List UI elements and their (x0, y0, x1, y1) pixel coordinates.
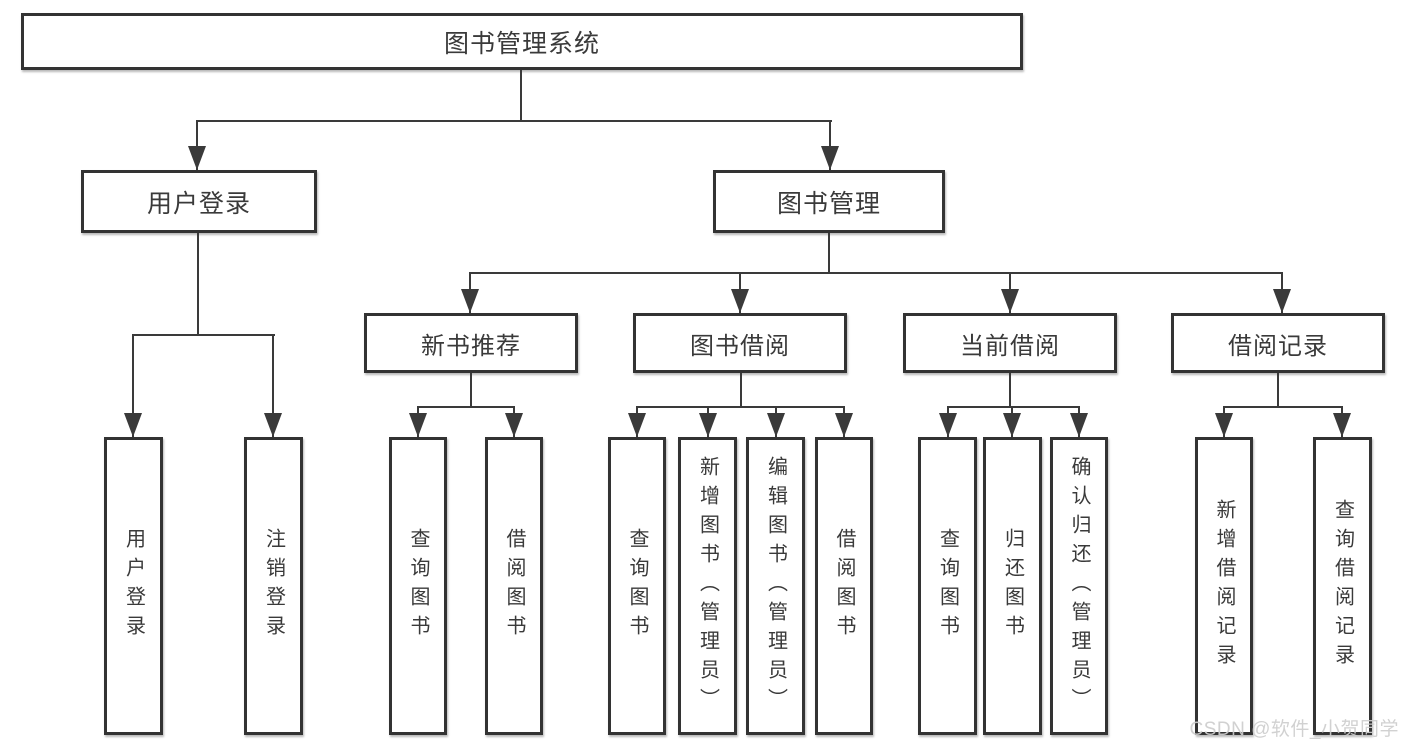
arrow-to-leaf-logout (264, 335, 282, 437)
node-leaf-search-book-3: 查询图书 (918, 437, 977, 735)
connector-current-borrow-split (947, 406, 1080, 408)
arrow-to-book-mgmt (821, 121, 839, 170)
arrow-to-leaf-search-book-1 (409, 407, 427, 437)
node-leaf-borrow-book-1: 借阅图书 (485, 437, 543, 735)
node-label: 当前借阅 (960, 332, 1060, 360)
node-label: 归还图书 (1001, 528, 1024, 644)
node-book-management: 图书管理 (713, 170, 945, 233)
node-label: 编辑图书（管理员） (764, 455, 787, 717)
connector-book-mgmt-stem (828, 233, 830, 273)
node-leaf-edit-book-admin: 编辑图书（管理员） (746, 437, 805, 735)
arrow-to-leaf-edit-book (767, 407, 785, 437)
arrow-to-leaf-add-book (699, 407, 717, 437)
arrow-to-user-login (188, 121, 206, 170)
arrow-to-leaf-borrow-book-2 (835, 407, 853, 437)
arrow-to-leaf-search-record (1333, 407, 1351, 437)
connector-new-book-stem (470, 373, 472, 407)
arrow-to-leaf-search-book-3 (939, 407, 957, 437)
connector-new-book-split (417, 406, 515, 408)
connector-book-borrow-split (636, 406, 845, 408)
node-leaf-search-book-2: 查询图书 (608, 437, 666, 735)
arrow-to-borrow-record (1273, 273, 1291, 313)
node-root-library-system: 图书管理系统 (21, 13, 1023, 70)
connector-root-stem (520, 70, 522, 121)
arrow-to-current-borrow (1001, 273, 1019, 313)
node-label: 新增图书（管理员） (696, 455, 719, 717)
node-leaf-search-book-1: 查询图书 (389, 437, 447, 735)
node-label: 借阅图书 (833, 528, 855, 644)
node-label: 用户登录 (122, 528, 145, 644)
node-label: 图书管理 (776, 189, 881, 218)
arrow-to-leaf-user-login (124, 335, 142, 437)
node-leaf-confirm-return-admin: 确认归还（管理员） (1050, 437, 1108, 735)
node-leaf-add-borrow-record: 新增借阅记录 (1195, 437, 1253, 735)
node-user-login: 用户登录 (81, 170, 317, 233)
node-label: 借阅记录 (1228, 332, 1328, 360)
connector-book-borrow-stem (740, 373, 742, 407)
arrow-to-leaf-add-record (1215, 407, 1233, 437)
connector-user-login-stem (197, 233, 199, 335)
node-current-borrow: 当前借阅 (903, 313, 1117, 373)
connector-user-login-split (132, 334, 275, 336)
node-leaf-add-book-admin: 新增图书（管理员） (678, 437, 737, 735)
connector-borrow-record-split (1223, 406, 1343, 408)
csdn-watermark: CSDN @软件_小贺同学 (1189, 719, 1399, 740)
node-label: 查询图书 (936, 528, 959, 644)
node-label: 图书借阅 (690, 332, 790, 360)
connector-current-borrow-stem (1009, 373, 1011, 407)
arrow-to-leaf-search-book-2 (628, 407, 646, 437)
node-label: 查询图书 (626, 528, 648, 644)
node-label: 注销登录 (262, 528, 285, 644)
node-label: 查询图书 (407, 528, 429, 644)
node-borrow-record: 借阅记录 (1171, 313, 1385, 373)
node-leaf-user-login: 用户登录 (104, 437, 163, 735)
node-book-borrow: 图书借阅 (633, 313, 847, 373)
node-leaf-return-book: 归还图书 (983, 437, 1042, 735)
arrow-to-new-book (461, 273, 479, 313)
arrow-to-leaf-confirm-return (1070, 407, 1088, 437)
node-leaf-borrow-book-2: 借阅图书 (815, 437, 873, 735)
node-label: 用户登录 (146, 189, 251, 218)
node-leaf-logout: 注销登录 (244, 437, 303, 735)
connector-root-split (196, 120, 832, 122)
node-label: 新书推荐 (421, 332, 521, 360)
node-new-book-recommend: 新书推荐 (364, 313, 578, 373)
connector-book-mgmt-split (469, 272, 1283, 274)
node-label: 图书管理系统 (443, 29, 600, 58)
node-leaf-search-borrow-record: 查询借阅记录 (1313, 437, 1372, 735)
node-label: 查询借阅记录 (1331, 499, 1354, 673)
node-label: 借阅图书 (503, 528, 525, 644)
node-label: 确认归还（管理员） (1068, 455, 1090, 717)
arrow-to-leaf-return-book (1003, 407, 1021, 437)
connector-borrow-record-stem (1277, 373, 1279, 407)
arrow-to-leaf-borrow-book-1 (505, 407, 523, 437)
arrow-to-book-borrow (731, 273, 749, 313)
node-label: 新增借阅记录 (1213, 499, 1235, 673)
